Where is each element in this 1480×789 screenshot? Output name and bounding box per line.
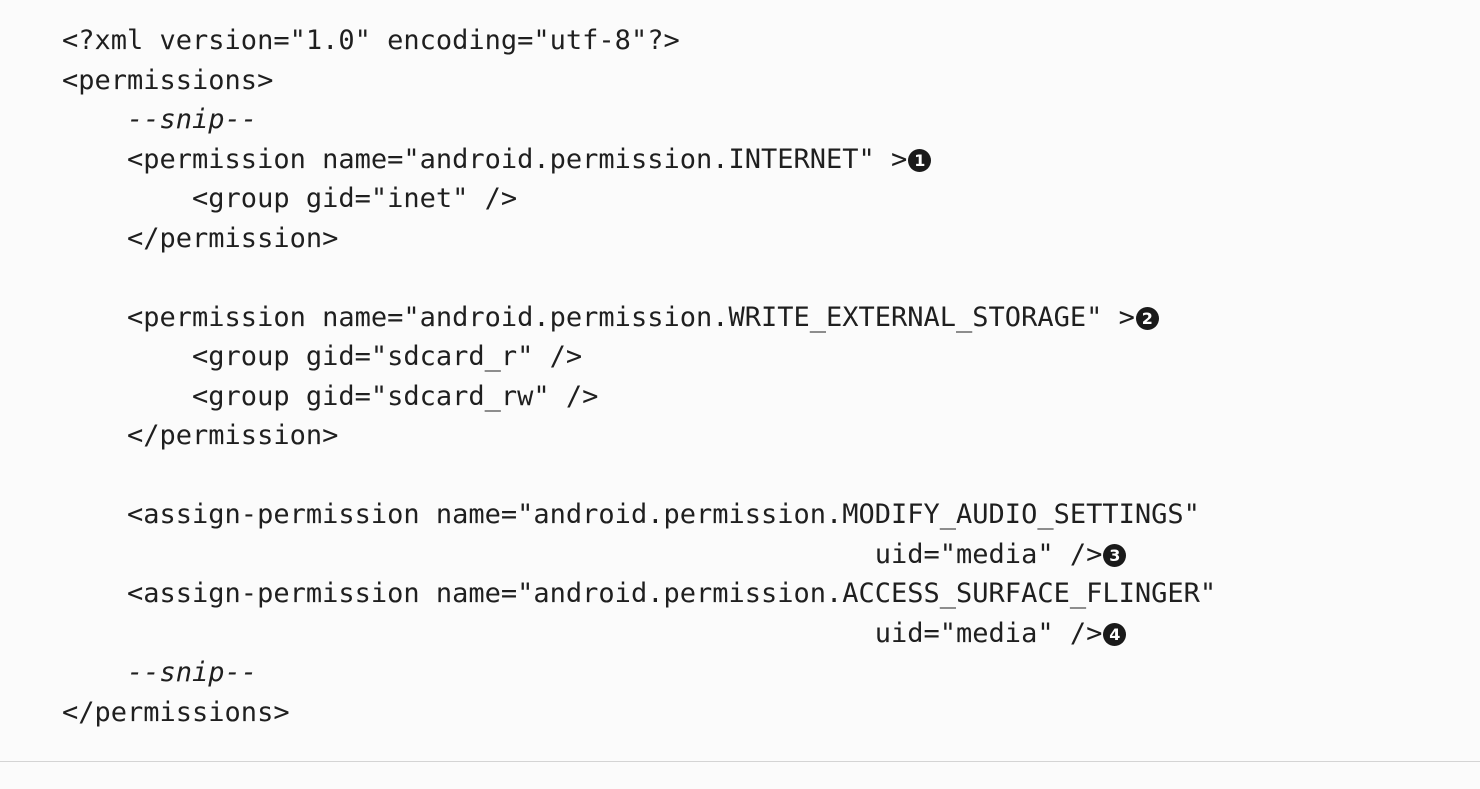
code-line: uid="media" />4 — [62, 614, 1460, 654]
callout-2-icon: 2 — [1135, 306, 1159, 330]
code-text: uid="media" /> — [62, 617, 1103, 649]
code-line — [62, 258, 1460, 298]
code-line: </permission> — [62, 219, 1460, 259]
code-line: <?xml version="1.0" encoding="utf-8"?> — [62, 21, 1460, 61]
code-text: <?xml version="1.0" encoding="utf-8"?> — [62, 25, 680, 56]
code-line: <group gid="inet" /> — [62, 179, 1460, 219]
code-text: <permission name="android.permission.WRI… — [62, 301, 1135, 333]
callout-3-icon: 3 — [1103, 543, 1127, 567]
bottom-divider — [0, 761, 1480, 762]
snip-text: --snip-- — [127, 657, 258, 688]
code-text: </permissions> — [62, 696, 290, 728]
code-line: <permission name="android.permission.INT… — [62, 140, 1460, 180]
code-line: <group gid="sdcard_rw" /> — [62, 377, 1460, 417]
code-line: </permission> — [62, 416, 1460, 456]
code-listing: <?xml version="1.0" encoding="utf-8"?> <p… — [62, 21, 1460, 733]
code-text — [62, 104, 127, 135]
code-text — [62, 657, 127, 688]
snip-text: --snip-- — [127, 104, 258, 135]
code-line: <permissions> — [62, 61, 1460, 101]
code-text: </permission> — [62, 222, 339, 254]
code-text: <group gid="sdcard_r" /> — [62, 341, 583, 372]
code-text: </permission> — [62, 420, 339, 451]
callout-4-icon: 4 — [1103, 622, 1127, 646]
code-line — [62, 456, 1460, 496]
code-line: <permission name="android.permission.WRI… — [62, 298, 1460, 338]
code-line: <assign-permission name="android.permiss… — [62, 495, 1460, 535]
code-line: uid="media" />3 — [62, 535, 1460, 575]
code-line: <assign-permission name="android.permiss… — [62, 574, 1460, 614]
code-text: <assign-permission name="android.permiss… — [62, 499, 1200, 530]
callout-1-icon: 1 — [908, 148, 932, 172]
code-line: --snip-- — [62, 100, 1460, 140]
code-text: <group gid="inet" /> — [62, 183, 518, 214]
code-text: <group gid="sdcard_rw" /> — [62, 380, 599, 412]
code-text: <assign-permission name="android.permiss… — [62, 578, 1217, 609]
code-text: <permission name="android.permission.INT… — [62, 143, 908, 175]
code-text: uid="media" /> — [62, 538, 1103, 570]
code-line: <group gid="sdcard_r" /> — [62, 337, 1460, 377]
code-line: </permissions> — [62, 693, 1460, 733]
code-text: <permissions> — [62, 64, 274, 96]
code-line: --snip-- — [62, 653, 1460, 693]
